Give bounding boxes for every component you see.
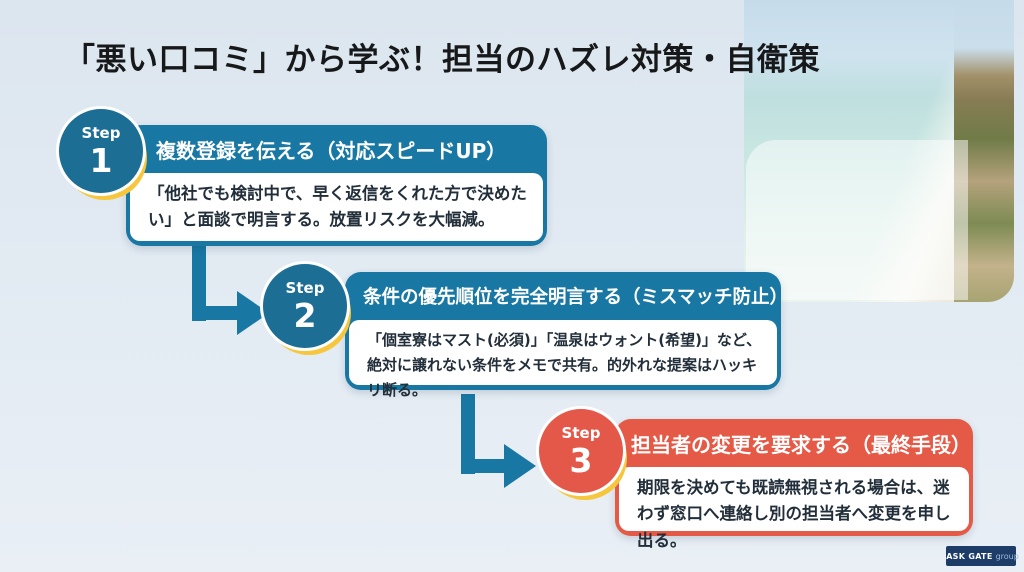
connector-1-2-horizontal	[192, 306, 238, 320]
step-1-heading: 複数登録を伝える（対応スピードUP）	[156, 138, 507, 163]
step-2-heading: 条件の優先順位を完全明言する（ミスマッチ防止）	[363, 287, 781, 308]
logo-brand-text: ASK GATE	[946, 551, 993, 561]
askgate-logo: ASK GATE group	[946, 546, 1019, 566]
logo-suffix-text: group	[995, 551, 1019, 561]
step-3-badge-number: 3	[569, 440, 593, 480]
step-3-badge-label: Step	[561, 423, 601, 442]
step-2-badge: Step 2	[260, 261, 356, 357]
step-1-badge-label: Step	[81, 123, 121, 142]
coastline-photo	[744, 0, 1014, 302]
connector-2-3-arrowhead-icon	[504, 444, 536, 488]
step-3-heading: 担当者の変更を要求する（最終手段）	[631, 432, 971, 457]
connector-1-2-vertical	[192, 245, 206, 321]
connector-2-3-vertical	[461, 394, 475, 474]
step-3-card: 担当者の変更を要求する（最終手段） 期限を決めても既読無視される場合は、迷わず窓…	[615, 419, 973, 550]
step-2-badge-label: Step	[285, 278, 325, 297]
step-1-badge-circle: Step 1	[56, 106, 146, 196]
step-3-badge-circle: Step 3	[536, 406, 626, 496]
step-3-body: 期限を決めても既読無視される場合は、迷わず窓口へ連絡し別の担当者へ変更を申し出る…	[619, 467, 969, 550]
step-2-badge-number: 2	[293, 295, 317, 335]
step-1-badge-number: 1	[89, 140, 113, 180]
connector-2-3-horizontal	[461, 459, 505, 473]
step-2-card: 条件の優先順位を完全明言する（ミスマッチ防止） 「個室寮はマスト(必須)」「温泉…	[345, 272, 781, 399]
page-title: 「悪い口コミ」から学ぶ！担当のハズレ対策・自衛策	[64, 42, 820, 78]
step-1-card: 複数登録を伝える（対応スピードUP） 「他社でも検討中で、早く返信をくれた方で決…	[126, 125, 547, 246]
photo-frost-overlay	[746, 140, 968, 300]
step-3-badge: Step 3	[536, 406, 632, 502]
step-1-badge: Step 1	[56, 106, 152, 202]
step-2-badge-circle: Step 2	[260, 261, 350, 351]
step-1-body: 「他社でも検討中で、早く返信をくれた方で決めたい」と面談で明言する。放置リスクを…	[130, 173, 543, 241]
step-2-body: 「個室寮はマスト(必須)」「温泉はウォント(希望)」など、絶対に譲れない条件をメ…	[349, 320, 777, 399]
